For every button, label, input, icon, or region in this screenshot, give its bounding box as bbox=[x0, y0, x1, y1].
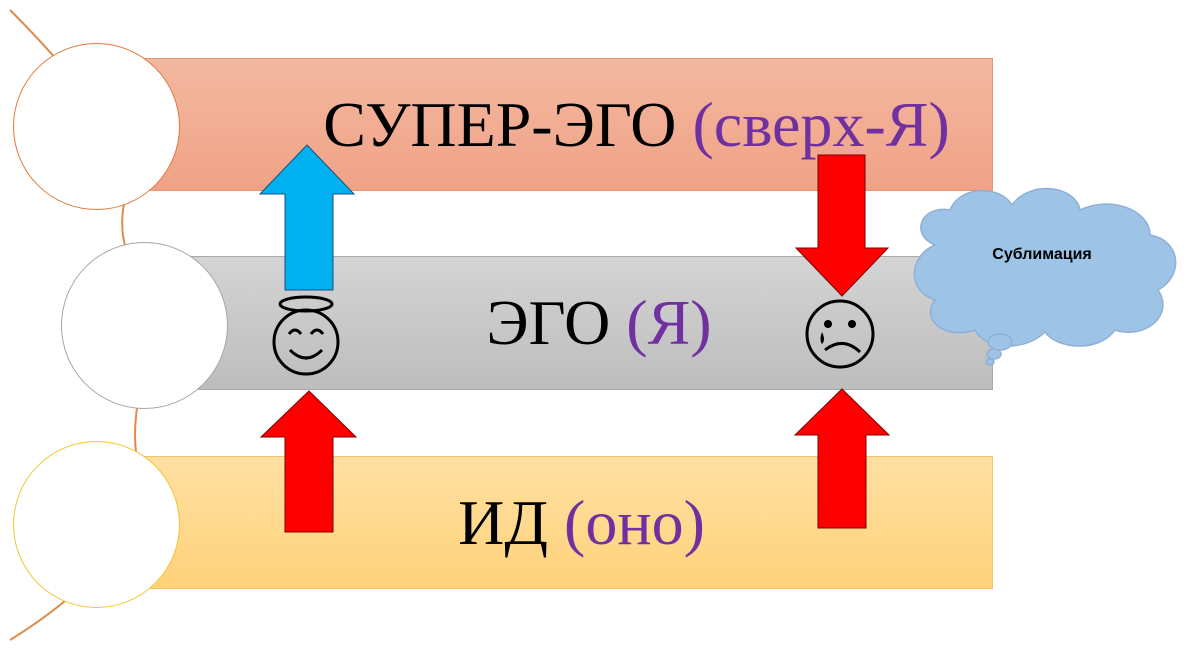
thought-cloud bbox=[913, 187, 1177, 366]
id-circle bbox=[13, 441, 180, 608]
blue-up-arrow bbox=[258, 144, 356, 291]
red-up-arrow-left bbox=[259, 390, 358, 533]
red-up-arrow-right bbox=[793, 388, 891, 529]
id-main-text: ИД bbox=[458, 486, 548, 558]
cloud-label: Сублимация bbox=[992, 246, 1092, 263]
ego-main-text: ЭГО bbox=[486, 287, 611, 358]
red-down-arrow bbox=[794, 154, 890, 297]
ego-accent-text: (Я) bbox=[626, 287, 712, 358]
id-accent-text: (оно) bbox=[564, 486, 705, 558]
superego-label: СУПЕР-ЭГО (сверх-Я) bbox=[323, 92, 950, 157]
id-label: ИД (оно) bbox=[458, 490, 705, 555]
smiling-face-with-halo-icon bbox=[272, 295, 340, 376]
superego-accent-text: (сверх-Я) bbox=[692, 88, 950, 160]
crying-face-icon bbox=[805, 299, 875, 369]
superego-circle bbox=[13, 43, 180, 210]
superego-main-text: СУПЕР-ЭГО bbox=[323, 88, 677, 160]
ego-label: ЭГО (Я) bbox=[486, 291, 711, 355]
ego-circle bbox=[61, 242, 228, 409]
